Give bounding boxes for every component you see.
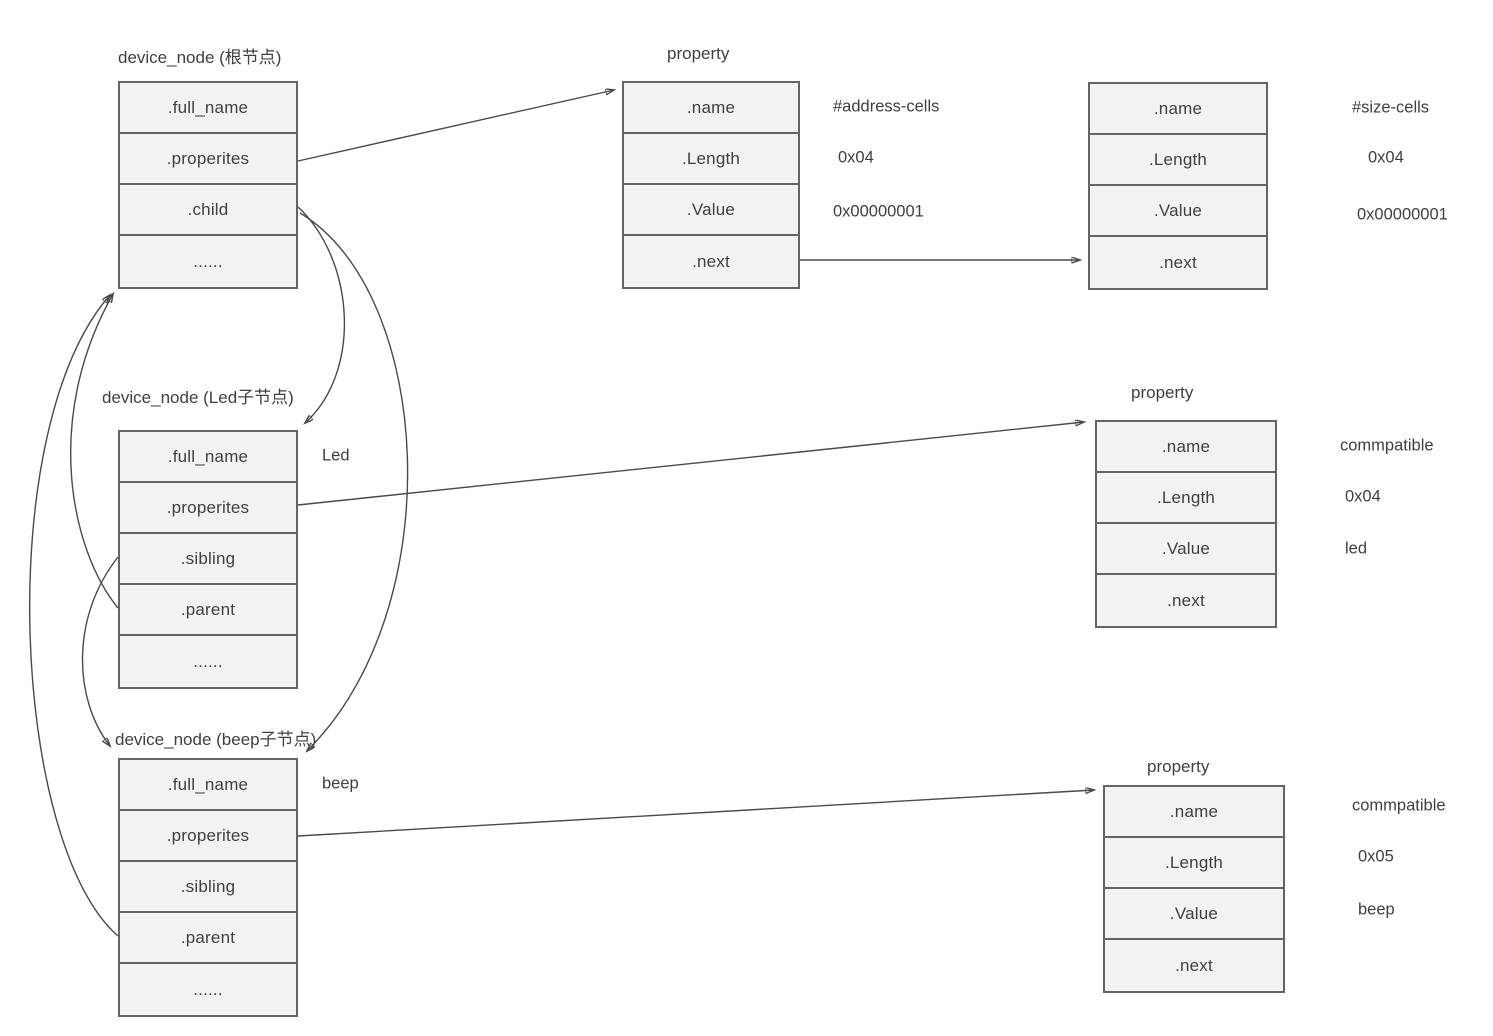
address-cells-length-value: 0x04 — [838, 148, 874, 167]
field-next: .next — [692, 251, 730, 271]
field-value: .Value — [1105, 889, 1283, 940]
field-length: .Length — [1097, 473, 1275, 524]
size-cells-value-value: 0x00000001 — [1357, 205, 1448, 224]
arrow-beep-properites-to-beep-compatible — [297, 790, 1094, 837]
arrow-root-child-to-led-node — [297, 206, 346, 423]
property-led-compatible-box: .name .Length .Value .next — [1095, 420, 1277, 628]
led-full-name-value: Led — [322, 446, 350, 465]
field-ellipsis: ...... — [193, 979, 223, 999]
field-length: .Length — [1090, 135, 1266, 186]
beep-compatible-length-value: 0x05 — [1358, 847, 1394, 866]
field-parent: .parent — [120, 585, 296, 636]
field-name: .name — [1090, 84, 1266, 135]
led-compatible-length-value: 0x04 — [1345, 487, 1381, 506]
led-node-title: device_node (Led子节点) — [102, 388, 294, 407]
field-next: .next — [1167, 590, 1205, 610]
beep-device-node-box: .full_name .properites .sibling .parent … — [118, 758, 298, 1017]
beep-compatible-value-value: beep — [1358, 900, 1395, 919]
field-ellipsis: ...... — [193, 651, 223, 671]
field-name: .name — [1097, 422, 1275, 473]
beep-full-name-value: beep — [322, 774, 359, 793]
arrow-root-properites-to-address-cells — [297, 90, 614, 162]
field-sibling: .sibling — [120, 862, 296, 913]
field-next: .next — [1159, 252, 1197, 272]
field-child: .child — [120, 185, 296, 236]
field-full-name: .full_name — [120, 760, 296, 811]
field-full-name: .full_name — [120, 432, 296, 483]
led-compatible-name-value: commpatible — [1340, 436, 1434, 455]
led-device-node-box: .full_name .properites .sibling .parent … — [118, 430, 298, 689]
beep-node-title: device_node (beep子节点) — [115, 730, 317, 749]
property4-title: property — [1147, 757, 1210, 776]
property-size-cells-box: .name .Length .Value .next — [1088, 82, 1268, 290]
address-cells-value-value: 0x00000001 — [833, 202, 924, 221]
beep-compatible-name-value: commpatible — [1352, 796, 1446, 815]
field-properites: .properites — [120, 811, 296, 862]
field-length: .Length — [1105, 838, 1283, 889]
led-compatible-value-value: led — [1345, 539, 1368, 558]
field-ellipsis: ...... — [193, 251, 223, 271]
field-properites: .properites — [120, 483, 296, 534]
property-address-cells-box: .name .Length .Value .next — [622, 81, 800, 289]
field-sibling: .sibling — [120, 534, 296, 585]
field-parent: .parent — [120, 913, 296, 964]
field-full-name: .full_name — [120, 83, 296, 134]
property1-title: property — [667, 44, 730, 63]
field-next: .next — [1175, 955, 1213, 975]
field-value: .Value — [1090, 186, 1266, 237]
root-device-node-box: .full_name .properites .child ...... — [118, 81, 298, 289]
size-cells-length-value: 0x04 — [1368, 148, 1404, 167]
address-cells-name-value: #address-cells — [833, 97, 940, 116]
arrow-led-properites-to-led-compatible — [297, 422, 1084, 506]
arrow-root-child-to-beep-node — [299, 212, 409, 751]
field-name: .name — [624, 83, 798, 134]
field-properites: .properites — [120, 134, 296, 185]
field-length: .Length — [624, 134, 798, 185]
arrow-led-parent-to-root-node — [69, 294, 119, 609]
property3-title: property — [1131, 383, 1194, 402]
property-beep-compatible-box: .name .Length .Value .next — [1103, 785, 1285, 993]
field-value: .Value — [1097, 524, 1275, 575]
field-name: .name — [1105, 787, 1283, 838]
size-cells-name-value: #size-cells — [1352, 98, 1430, 117]
arrow-led-sibling-to-beep-node — [81, 556, 119, 746]
field-value: .Value — [624, 185, 798, 236]
root-node-title: device_node (根节点) — [118, 48, 282, 67]
